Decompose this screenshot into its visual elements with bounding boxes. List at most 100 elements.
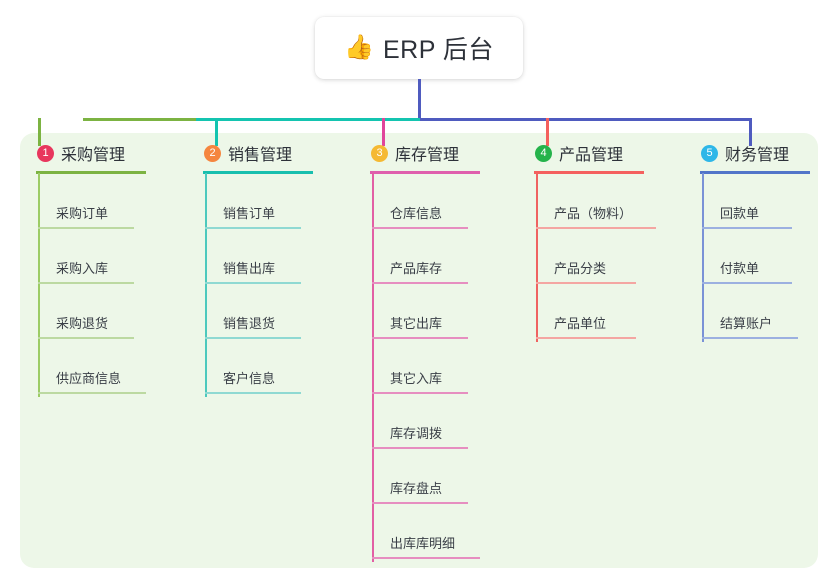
leaf-item[interactable]: 采购订单 — [38, 203, 134, 229]
connector-drop-4 — [546, 118, 549, 146]
leaf-item[interactable]: 销售订单 — [205, 203, 301, 229]
leaf-label: 产品分类 — [554, 261, 607, 276]
branch-header-1[interactable]: 1 采购管理 — [36, 141, 146, 165]
branch-badge-3: 3 — [371, 144, 388, 162]
leaf-label: 客户信息 — [223, 371, 276, 386]
leaf-item[interactable]: 产品库存 — [372, 258, 468, 284]
leaf-item[interactable]: 其它出库 — [372, 313, 468, 339]
branch-title-3: 库存管理 — [395, 147, 460, 164]
leaf-underline — [205, 337, 301, 339]
branch-badge-2: 2 — [204, 144, 221, 162]
branch-header-2[interactable]: 2 销售管理 — [203, 141, 313, 165]
leaf-label: 销售出库 — [223, 261, 276, 276]
branch-2[interactable]: 2 销售管理 — [203, 141, 313, 174]
branch-title-4: 产品管理 — [559, 147, 624, 164]
leaf-label: 销售订单 — [223, 206, 276, 221]
connector-bar-segment-3 — [420, 118, 750, 121]
branch-title-2: 销售管理 — [228, 147, 293, 164]
leaf-label: 其它入库 — [390, 371, 443, 386]
connector-drop-3 — [382, 118, 385, 146]
leaf-underline — [536, 282, 636, 284]
leaf-label: 产品库存 — [390, 261, 443, 276]
leaf-underline — [702, 337, 798, 339]
leaf-item[interactable]: 销售退货 — [205, 313, 301, 339]
branch-spine-2 — [205, 173, 207, 397]
leaf-item[interactable]: 销售出库 — [205, 258, 301, 284]
thumbs-up-icon: 👍 — [344, 34, 374, 61]
leaf-underline — [38, 392, 146, 394]
branch-3[interactable]: 3 库存管理 — [370, 141, 480, 174]
leaf-item[interactable]: 库存调拨 — [372, 423, 468, 449]
branch-header-4[interactable]: 4 产品管理 — [534, 141, 644, 165]
leaf-item[interactable]: 付款单 — [702, 258, 792, 284]
leaf-item[interactable]: 供应商信息 — [38, 368, 146, 394]
leaf-item[interactable]: 采购退货 — [38, 313, 134, 339]
root-node[interactable]: 👍 ERP 后台 — [315, 17, 523, 79]
leaf-label: 仓库信息 — [390, 206, 443, 221]
branch-1[interactable]: 1 采购管理 — [36, 141, 146, 174]
branch-underline-4 — [534, 171, 644, 174]
branch-5[interactable]: 5 财务管理 — [700, 141, 810, 174]
leaf-item[interactable]: 库存盘点 — [372, 478, 468, 504]
branch-spine-4 — [536, 173, 538, 342]
leaf-underline — [702, 227, 792, 229]
branch-badge-1: 1 — [37, 144, 54, 162]
connector-drop-5 — [749, 118, 752, 146]
connector-drop-2 — [215, 118, 218, 146]
leaf-underline — [372, 557, 480, 559]
branch-header-5[interactable]: 5 财务管理 — [700, 141, 810, 165]
branch-badge-4: 4 — [535, 144, 552, 162]
leaf-label: 出库库明细 — [390, 536, 456, 551]
leaf-item[interactable]: 仓库信息 — [372, 203, 468, 229]
leaf-label: 回款单 — [720, 206, 760, 221]
branch-spine-1 — [38, 173, 40, 397]
leaf-label: 其它出库 — [390, 316, 443, 331]
leaf-item[interactable]: 产品单位 — [536, 313, 636, 339]
leaf-underline — [372, 392, 468, 394]
leaf-label: 库存盘点 — [390, 481, 443, 496]
leaf-underline — [536, 337, 636, 339]
leaf-item[interactable]: 出库库明细 — [372, 533, 480, 559]
connector-bar-segment-2 — [196, 118, 420, 121]
branch-underline-1 — [36, 171, 146, 174]
leaf-underline — [38, 282, 134, 284]
leaf-item[interactable]: 结算账户 — [702, 313, 798, 339]
leaf-label: 结算账户 — [720, 316, 773, 331]
leaf-label: 付款单 — [720, 261, 760, 276]
root-stem — [418, 79, 421, 121]
leaf-item[interactable]: 产品分类 — [536, 258, 636, 284]
leaf-label: 库存调拨 — [390, 426, 443, 441]
leaf-underline — [372, 282, 468, 284]
leaf-item[interactable]: 客户信息 — [205, 368, 301, 394]
diagram-panel — [20, 133, 818, 568]
branch-4[interactable]: 4 产品管理 — [534, 141, 644, 174]
leaf-label: 产品单位 — [554, 316, 607, 331]
branch-underline-3 — [370, 171, 480, 174]
leaf-item[interactable]: 产品（物料） — [536, 203, 656, 229]
leaf-underline — [372, 337, 468, 339]
root-title: ERP 后台 — [382, 36, 494, 64]
branch-spine-5 — [702, 173, 704, 342]
leaf-label: 采购订单 — [56, 206, 109, 221]
leaf-underline — [205, 227, 301, 229]
leaf-underline — [38, 227, 134, 229]
leaf-underline — [38, 337, 134, 339]
leaf-underline — [205, 282, 301, 284]
leaf-label: 销售退货 — [223, 316, 276, 331]
leaf-label: 产品（物料） — [554, 206, 633, 221]
branch-title-5: 财务管理 — [725, 147, 790, 164]
branch-badge-5: 5 — [701, 144, 718, 162]
leaf-item[interactable]: 采购入库 — [38, 258, 134, 284]
leaf-label: 采购退货 — [56, 316, 109, 331]
leaf-item[interactable]: 回款单 — [702, 203, 792, 229]
leaf-underline — [372, 227, 468, 229]
leaf-underline — [205, 392, 301, 394]
branch-title-1: 采购管理 — [61, 147, 126, 164]
branch-underline-5 — [700, 171, 810, 174]
branch-spine-3 — [372, 173, 374, 562]
leaf-underline — [536, 227, 656, 229]
branch-header-3[interactable]: 3 库存管理 — [370, 141, 480, 165]
leaf-item[interactable]: 其它入库 — [372, 368, 468, 394]
branch-underline-2 — [203, 171, 313, 174]
